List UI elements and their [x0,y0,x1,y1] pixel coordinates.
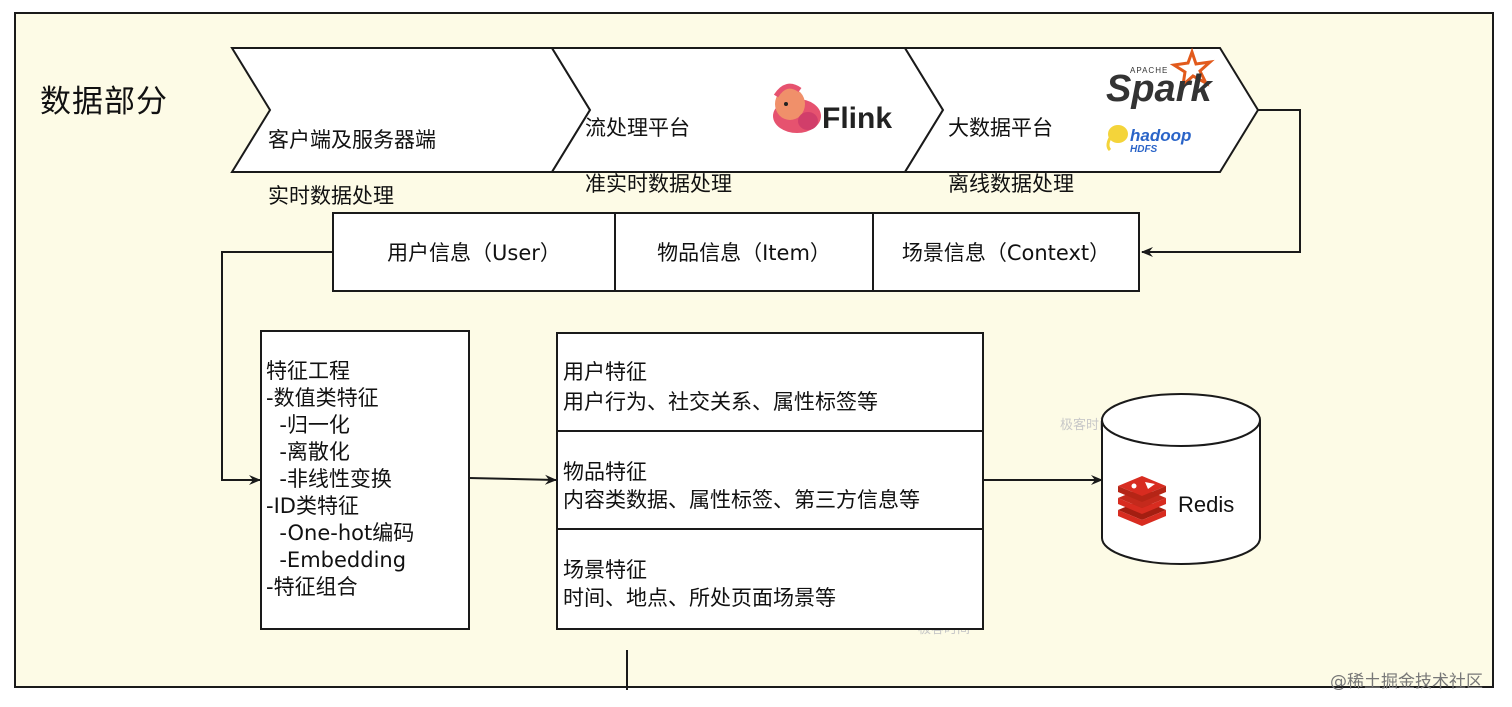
redis-label: Redis [1178,492,1235,517]
pipeline-stage-3-line1: 大数据平台 [948,116,1053,140]
feature-user-title: 用户特征 [563,360,647,384]
pipeline-stage-1-text: 客户端及服务器端 实时数据处理 [268,98,436,238]
redis-cylinder [1101,420,1261,565]
feature-user-desc: 用户行为、社交关系、属性标签等 [563,390,878,414]
pipeline-stage-3 [903,47,1260,173]
hdfs-logo-text: HDFS [1130,144,1158,155]
spark-logo-text: Spark [1106,68,1212,110]
redis-logo-icon [1118,476,1166,526]
spark-logo-icon [1169,47,1215,89]
features-box: 用户特征 用户行为、社交关系、属性标签等 物品特征 内容类数据、属性标签、第三方… [556,332,984,630]
fe-line: -One-hot编码 [266,521,415,545]
feature-context-title: 场景特征 [563,558,647,582]
hadoop-logo-text: hadoop [1130,126,1192,145]
fe-line: -ID类特征 [266,494,359,518]
info-item: 物品信息（Item） [616,214,874,290]
fe-line: -Embedding [266,548,407,572]
fe-line: -特征组合 [266,575,358,599]
connector-user-to-fe [221,251,332,485]
fe-line: -归一化 [266,413,350,437]
fe-line: 特征工程 [266,359,350,383]
feature-item: 物品特征 内容类数据、属性标签、第三方信息等 [556,430,984,530]
flink-logo-text: Flink [822,102,893,135]
redis-cylinder-top [1101,393,1261,447]
feature-item-desc: 内容类数据、属性标签、第三方信息等 [563,488,920,512]
feature-user: 用户特征 用户行为、社交关系、属性标签等 [556,332,984,432]
connector-fe-to-features [468,474,557,485]
pipeline-stage-3-text: 大数据平台 离线数据处理 [948,86,1074,226]
fe-line: -数值类特征 [266,386,379,410]
pipeline-stage-2-line1: 流处理平台 [585,116,690,140]
feature-context-desc: 时间、地点、所处页面场景等 [563,586,836,610]
watermark-corner: @稀土掘金技术社区 [1330,672,1483,692]
connector-pipeline-to-context [1141,109,1301,257]
flink-logo-icon [773,83,821,133]
info-row: 用户信息（User） 物品信息（Item） 场景信息（Context） [332,212,1140,292]
feature-engineering-box: 特征工程 -数值类特征 -归一化 -离散化 -非线性变换 -ID类特征 -One… [260,330,470,630]
fe-line: -离散化 [266,440,350,464]
fe-line: -非线性变换 [266,467,392,491]
pipeline-stage-1-line1: 客户端及服务器端 [268,128,436,152]
info-context: 场景信息（Context） [901,241,1111,265]
watermark: 极客时间 [1060,418,1113,433]
apache-logo-text: APACHE [1130,66,1169,75]
pipeline-stage-2-line2: 准实时数据处理 [585,172,732,196]
pipeline-stage-3-line2: 离线数据处理 [948,172,1074,196]
diagram-title: 数据部分 [40,84,168,120]
hadoop-logo-icon [1106,125,1128,152]
feature-item-title: 物品特征 [563,460,647,484]
info-user: 用户信息（User） [334,214,616,290]
pipeline-stage-2-text: 流处理平台 准实时数据处理 [585,86,732,226]
feature-context: 场景特征 时间、地点、所处页面场景等 [556,528,984,630]
pipeline-stage-1-line2: 实时数据处理 [268,184,394,208]
